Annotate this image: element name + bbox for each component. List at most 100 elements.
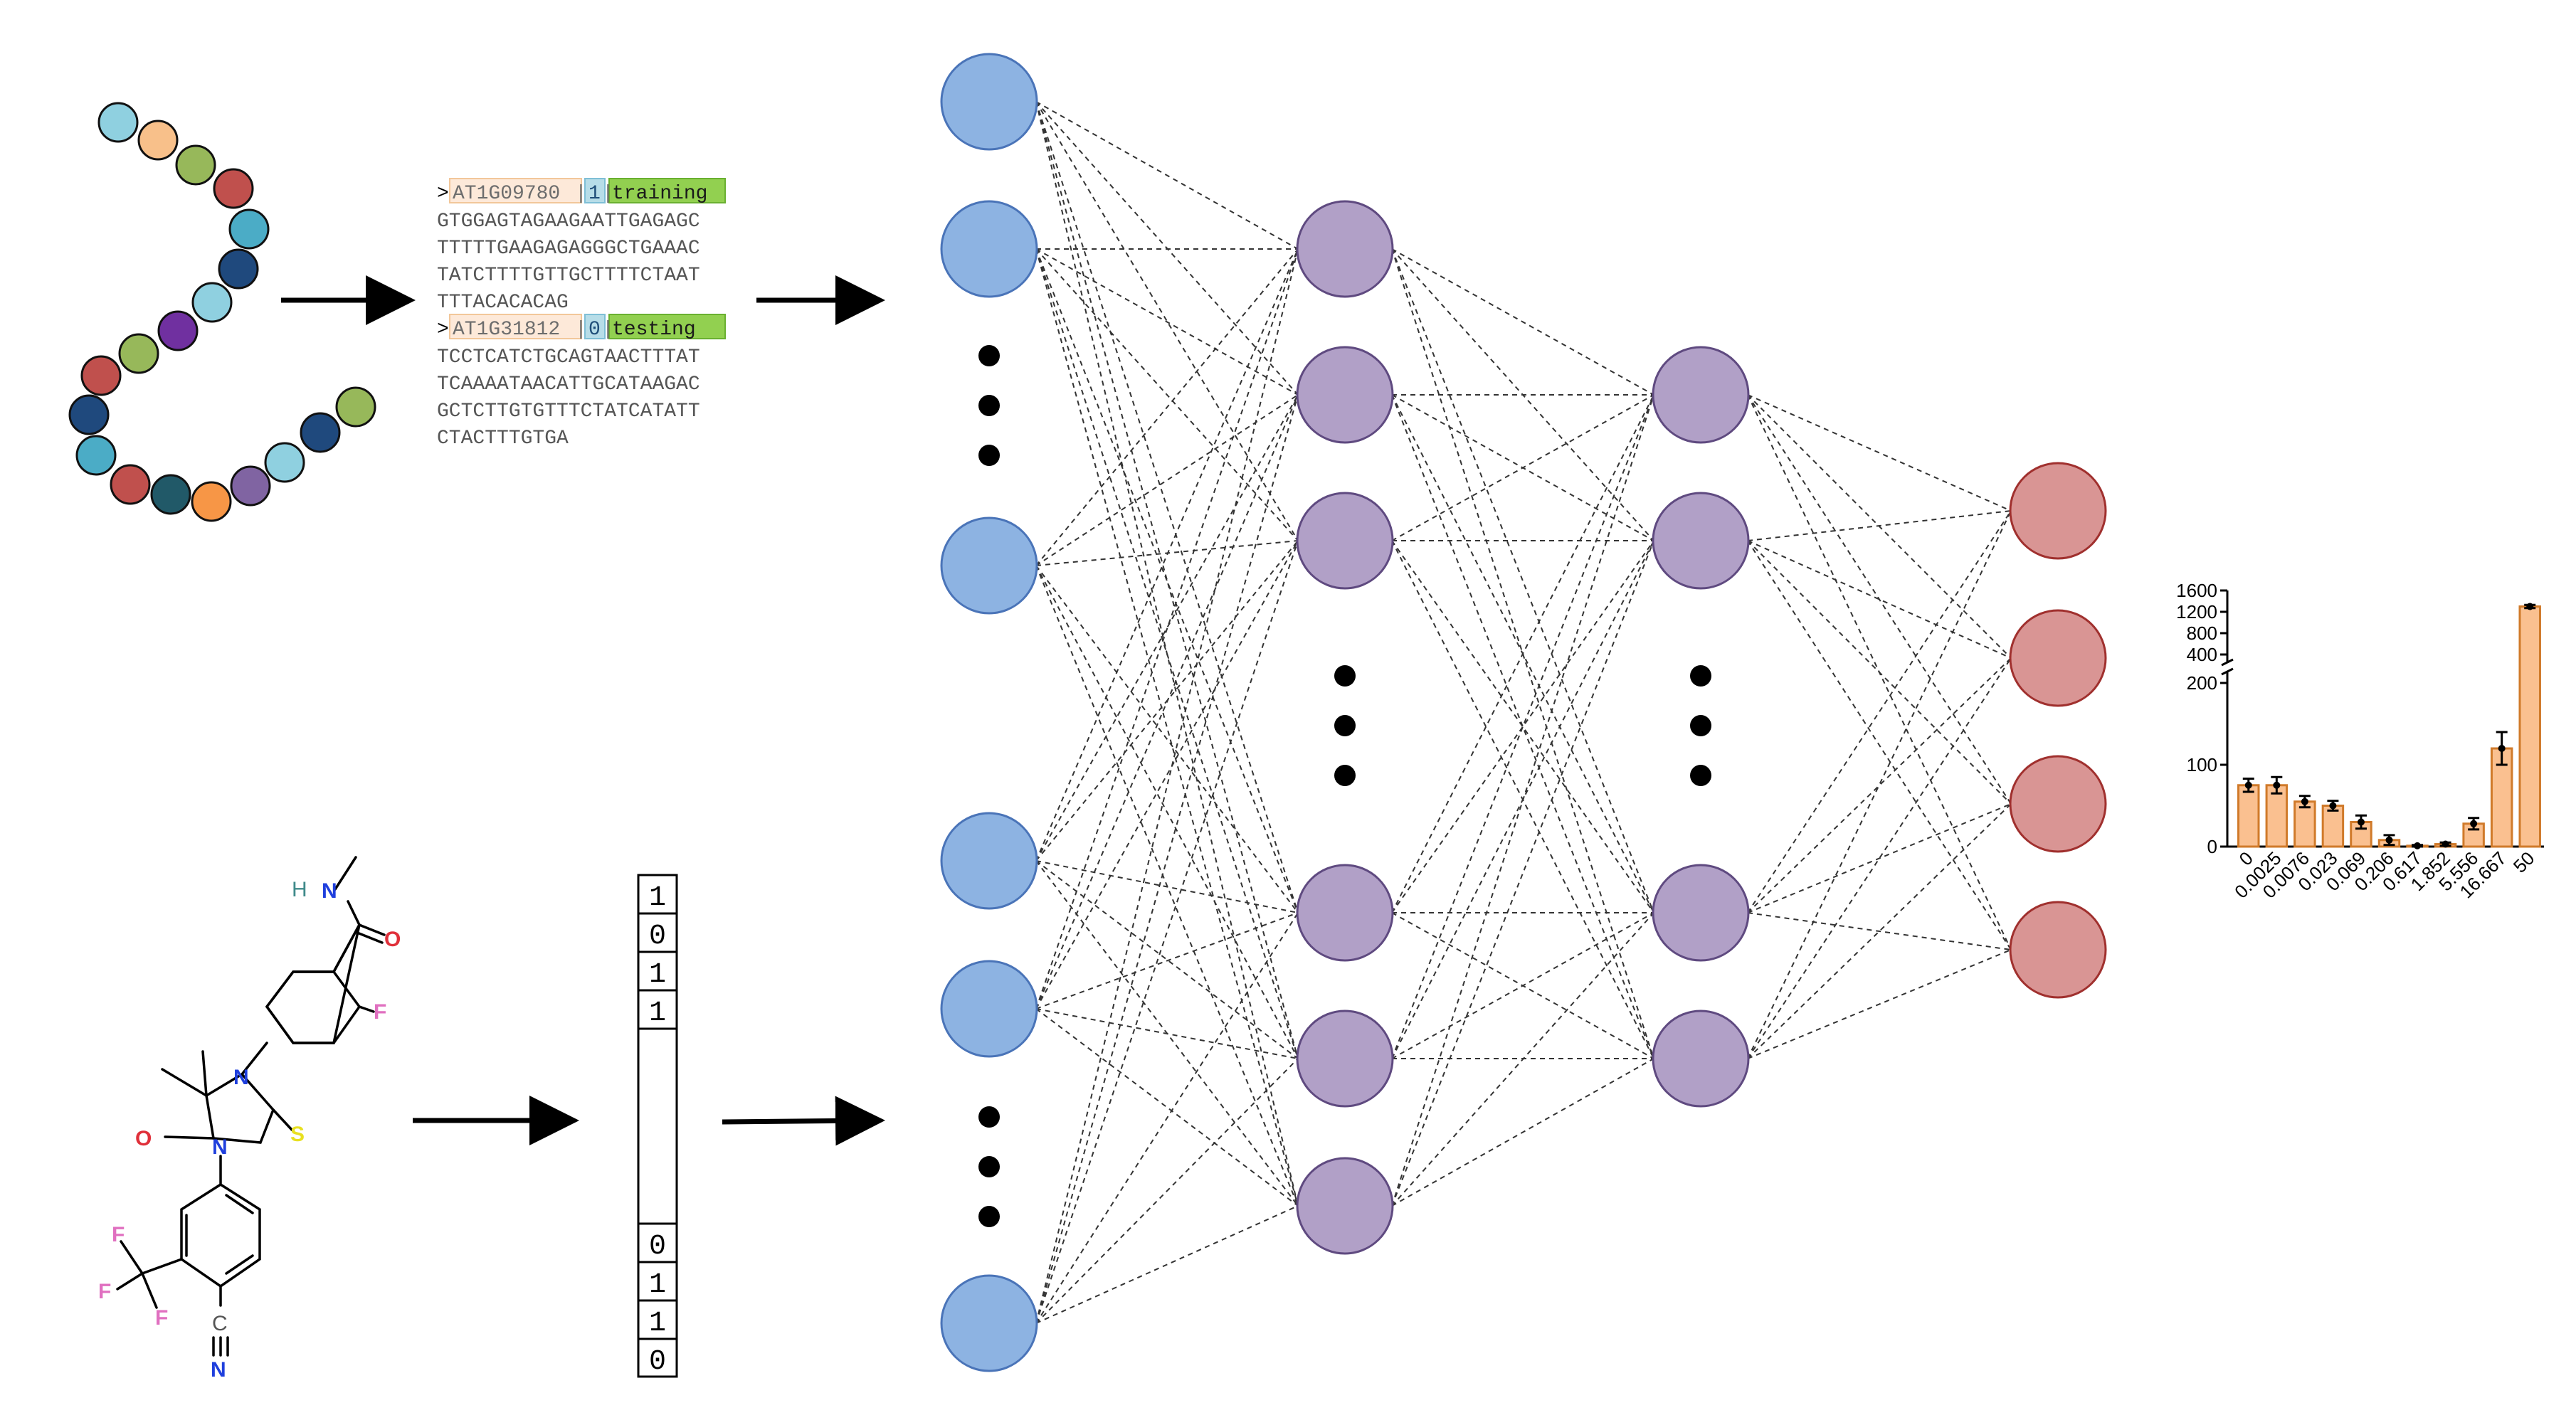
network-nodes — [940, 53, 2107, 1372]
network-edge — [1035, 101, 1299, 1059]
network-edge — [1035, 912, 1299, 1010]
network-edge — [1035, 1008, 1299, 1207]
axis-break-mark — [2221, 658, 2234, 667]
hidden-1-neuron — [1296, 346, 1394, 444]
hidden-1-neuron — [1296, 1157, 1394, 1255]
network-edge — [1035, 101, 1299, 541]
network-edge — [1035, 912, 1299, 1324]
network-edge — [1747, 394, 2012, 512]
network-edge — [1035, 565, 1299, 913]
record-2-split: testing — [612, 319, 696, 341]
record-1-id: AT1G09780 — [453, 183, 560, 205]
network-edge — [1391, 394, 1654, 913]
atom-f-1: F — [112, 1223, 125, 1246]
bar-point — [2385, 836, 2393, 844]
hidden-1-neuron — [1296, 1010, 1394, 1108]
network-edge — [1035, 1008, 1299, 1059]
fasta-sequence-block: > AT1G09780 | 1 | training GTGGAGTAGAAGA… — [437, 178, 726, 450]
network-edge — [1035, 394, 1299, 1010]
network-edge — [1747, 540, 2012, 659]
x-tick-label: 50 — [2509, 847, 2539, 877]
network-edge — [1035, 248, 1299, 1010]
atom-f-3: F — [155, 1306, 168, 1330]
hidden-2-neuron — [1652, 864, 1750, 962]
bead — [191, 282, 233, 323]
input-neuron — [940, 200, 1038, 298]
atom-n-amide: N — [322, 879, 337, 903]
output-neuron — [2009, 755, 2107, 853]
atom-n-ring-1: N — [233, 1066, 249, 1089]
network-edge — [1035, 565, 1299, 1207]
bit-cell: 0 — [649, 1346, 666, 1378]
network-edge — [1391, 540, 1654, 913]
bead — [137, 120, 179, 161]
bar-point — [2470, 820, 2478, 827]
network-edge — [1747, 657, 2012, 913]
bead — [175, 144, 216, 186]
hidden-1-neuron — [1296, 864, 1394, 962]
bit-cell: 1 — [649, 1269, 666, 1301]
network-edge — [1391, 394, 1654, 1059]
network-edge — [1747, 540, 2012, 805]
atom-h: H — [292, 878, 307, 901]
bit-cell: 1 — [649, 1308, 666, 1340]
record-2-label: 0 — [588, 319, 601, 341]
bar — [2237, 784, 2260, 848]
network-edge — [1391, 540, 1654, 913]
bar-point — [2329, 802, 2337, 810]
bar-point — [2244, 781, 2252, 789]
output-neuron — [2009, 901, 2107, 999]
atom-f-ring: F — [374, 1000, 386, 1024]
output-neuron — [2009, 462, 2107, 560]
output-neuron — [2009, 609, 2107, 707]
bar-point — [2357, 818, 2365, 826]
record-1-seq-line: TTTTTGAAGAGAGGGCTGAAAC — [437, 238, 700, 260]
bead — [97, 102, 139, 143]
ellipsis-dot — [1690, 765, 1711, 786]
record-2-gt: > — [437, 319, 449, 341]
atom-o-ring: O — [135, 1127, 152, 1150]
network-edge — [1391, 540, 1654, 1207]
bead — [110, 464, 151, 505]
bead — [264, 442, 305, 483]
network-edge — [1035, 248, 1299, 541]
ellipsis-dot — [1334, 715, 1356, 736]
network-edge — [1391, 394, 1654, 541]
y-tick-label: 800 — [2187, 622, 2217, 644]
bead — [80, 355, 122, 396]
network-edge — [1035, 860, 1299, 913]
network-edge — [1035, 101, 1299, 250]
network-edge — [1035, 248, 1299, 566]
network-edge — [1035, 1058, 1299, 1324]
network-edge — [1035, 248, 1299, 1207]
atom-n-ring-2: N — [212, 1135, 228, 1159]
record-2-sep: | — [575, 319, 587, 341]
record-1-sep: | — [575, 183, 587, 205]
atom-n-nitrile: N — [211, 1358, 226, 1382]
network-edge — [1035, 394, 1299, 862]
input-neuron — [940, 960, 1038, 1058]
hidden-2-neuron — [1652, 492, 1750, 590]
hidden-2-neuron — [1652, 1010, 1750, 1108]
record-2-seq-line: TCAAAATAACATTGCATAAGAC — [437, 373, 700, 396]
bead — [68, 394, 110, 435]
network-edge — [1035, 248, 1299, 396]
ellipsis-dot — [978, 1106, 1000, 1128]
bead — [228, 208, 270, 250]
network-ellipsis-dots — [978, 345, 1711, 1227]
ellipsis-dot — [978, 1206, 1000, 1227]
network-edge — [1035, 248, 1299, 1324]
ellipsis-dot — [978, 395, 1000, 416]
input-neuron — [940, 53, 1038, 151]
bead — [75, 435, 117, 476]
record-1-seq-line: GTGGAGTAGAAGAATTGAGAGC — [437, 211, 700, 233]
network-edge — [1391, 394, 1654, 1207]
network-edge — [1747, 510, 2012, 913]
atom-c-nitrile: C — [212, 1312, 228, 1335]
atom-f-2: F — [98, 1280, 111, 1303]
bead — [300, 412, 341, 453]
network-edge — [1747, 803, 2012, 913]
record-2-seq-line: CTACTTTGTGA — [437, 428, 569, 450]
hidden-1-neuron — [1296, 200, 1394, 298]
bar — [2265, 784, 2289, 848]
